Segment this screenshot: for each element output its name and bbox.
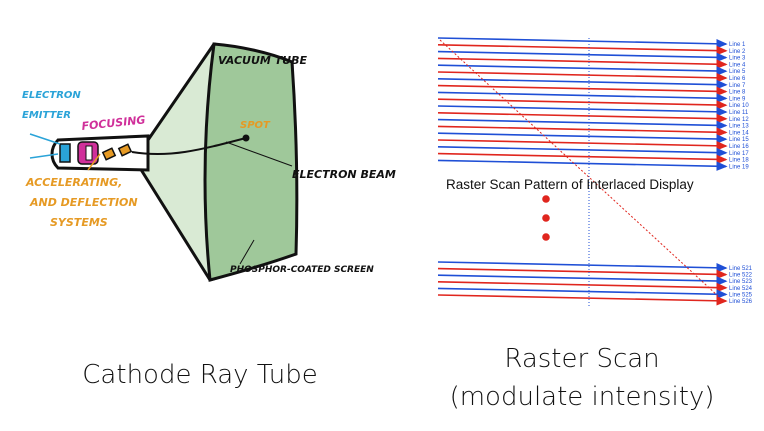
label-focusing: FOCUSING [81, 113, 146, 133]
scan-line-label: Line 11 [729, 110, 749, 116]
scan-line [437, 152, 728, 165]
scan-line-label: Line 3 [729, 56, 746, 62]
label-electron-emitter-1: ELECTRON [22, 90, 81, 101]
scan-line [437, 78, 728, 90]
deflection-plate [117, 143, 133, 157]
label-vacuum-tube: VACUUM TUBE [218, 54, 307, 67]
retrace-line [439, 39, 719, 297]
scan-line-label: Line 1 [729, 42, 746, 48]
label-electron-beam: ELECTRON BEAM [292, 168, 396, 181]
scan-line [437, 44, 728, 56]
ellipsis-dot [542, 214, 550, 222]
scan-line [437, 98, 728, 110]
scan-line-label: Line 4 [729, 62, 746, 68]
scan-line [437, 146, 728, 158]
scan-line [437, 125, 728, 137]
raster-caption-title: Raster Scan [504, 344, 660, 374]
raster-pattern-title: Raster Scan Pattern of Interlaced Displa… [446, 177, 694, 192]
scan-line [437, 118, 728, 131]
scan-line-label: Line 524 [729, 286, 753, 292]
scan-line-label: Line 7 [729, 83, 746, 89]
scan-line-label: Line 19 [729, 164, 749, 170]
scan-line [437, 91, 728, 103]
scan-line [437, 267, 728, 280]
scan-line [437, 261, 728, 273]
scan-line [437, 64, 728, 76]
scan-line-label: Line 17 [729, 151, 749, 157]
scan-line [437, 139, 728, 151]
crt-caption: Cathode Ray Tube [82, 360, 318, 390]
scan-line-label: Line 521 [729, 266, 753, 272]
scan-line-label: Line 12 [729, 117, 749, 123]
scan-line-label: Line 9 [729, 96, 746, 102]
ellipsis-dot [542, 195, 550, 203]
scan-line-label: Line 14 [729, 130, 749, 136]
scan-line-label: Line 13 [729, 124, 749, 130]
emitter-element [59, 143, 71, 163]
scan-line-label: Line 523 [729, 279, 753, 285]
scan-line-label: Line 526 [729, 299, 753, 305]
electron-beam [131, 137, 247, 155]
scan-line [437, 287, 728, 299]
scan-line-label: Line 6 [729, 76, 746, 82]
scan-line [437, 71, 728, 83]
scan-line-label: Line 15 [729, 137, 749, 143]
scan-line [437, 274, 728, 286]
scan-line-label: Line 10 [729, 103, 749, 109]
scan-line-label: Line 18 [729, 158, 749, 164]
scan-line [437, 37, 728, 49]
spot [242, 134, 250, 142]
raster-caption-subtitle: (modulate intensity) [449, 382, 715, 412]
scan-line [437, 294, 728, 306]
label-spot: SPOT [240, 120, 271, 131]
scan-line-label: Line 522 [729, 273, 753, 279]
scan-line [437, 84, 728, 97]
scan-line [437, 281, 728, 293]
scan-line [437, 159, 728, 171]
label-accelerating-2: AND DEFLECTION [29, 196, 138, 209]
phosphor-screen [203, 42, 299, 282]
crt-diagram: VACUUM TUBE ELECTRON EMITTER FOCUSING SP… [22, 42, 396, 282]
scan-line-label: Line 8 [729, 90, 746, 96]
scan-line [437, 105, 728, 117]
label-accelerating-1: ACCELERATING, [25, 176, 122, 189]
scan-line-label: Line 525 [729, 292, 753, 298]
label-accelerating-3: SYSTEMS [50, 216, 108, 229]
scan-line-label: Line 16 [729, 144, 749, 150]
scan-line [437, 112, 728, 124]
label-electron-emitter-2: EMITTER [22, 110, 71, 121]
scan-line-label: Line 5 [729, 69, 746, 75]
label-phosphor-screen: PHOSPHOR-COATED SCREEN [230, 265, 374, 275]
scan-line [437, 57, 728, 69]
crt-neck [50, 134, 150, 172]
deflection-plate [101, 147, 117, 161]
crt-illustration: VACUUM TUBE ELECTRON EMITTER FOCUSING SP… [22, 42, 396, 282]
scan-line-label: Line 2 [729, 49, 746, 55]
scan-line [437, 132, 728, 144]
scan-line [437, 50, 728, 63]
ellipsis-dot [542, 233, 550, 241]
